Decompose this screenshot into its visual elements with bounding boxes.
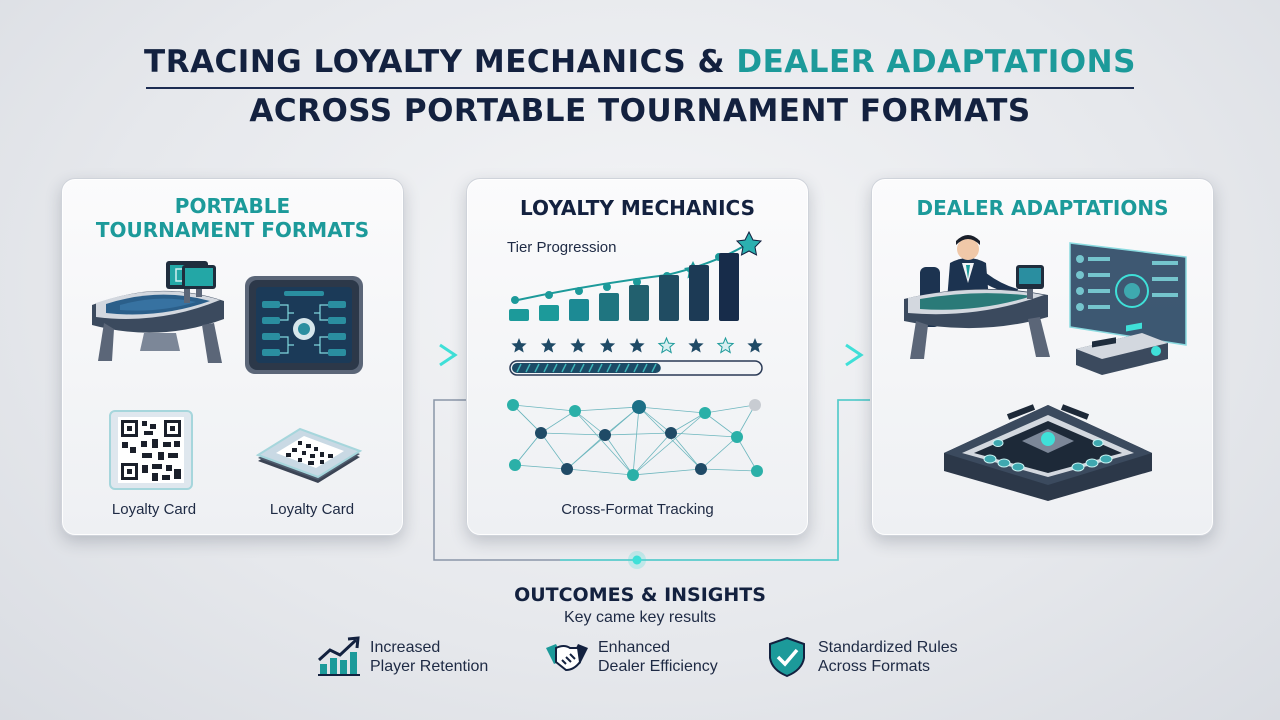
panel-title-line1: PORTABLE xyxy=(174,194,291,218)
holographic-dashboard-icon xyxy=(1069,242,1187,346)
tier-bar xyxy=(509,309,529,321)
outcomes-title: OUTCOMES & INSIGHTS xyxy=(514,584,766,606)
stacked-loyalty-cards-icon xyxy=(255,427,363,483)
outcome-line2: Across Formats xyxy=(818,658,931,675)
rating-star-icon xyxy=(657,336,676,354)
growth-chart-icon xyxy=(317,636,360,676)
loop-node xyxy=(632,555,642,565)
rating-star-icon xyxy=(688,338,704,353)
tier-bar xyxy=(629,285,649,321)
rating-star-icon xyxy=(599,338,616,353)
dealer-tablet-icon xyxy=(182,265,216,297)
shield-check-icon xyxy=(769,636,805,678)
title-part1: TRACING LOYALTY MECHANICS & xyxy=(144,44,737,80)
handshake-icon xyxy=(546,644,588,672)
tier-bar xyxy=(719,253,739,321)
title-line-2: ACROSS PORTABLE TOURNAMENT FORMATS xyxy=(249,93,1031,129)
tier-bar xyxy=(539,305,559,321)
rating-star-icon xyxy=(570,338,586,353)
star-rating-row xyxy=(511,336,763,354)
loyalty-card-label-1: Loyalty Card xyxy=(111,501,197,518)
title-accent: DEALER ADAPTATIONS xyxy=(736,44,1136,80)
panel-portable-formats: PORTABLE TOURNAMENT FORMATS xyxy=(61,178,404,536)
dealer-at-table-icon xyxy=(904,235,1050,359)
tier-bar xyxy=(599,293,619,321)
title-line-1: TRACING LOYALTY MECHANICS & DEALER ADAPT… xyxy=(0,44,1280,80)
panel-dealer-adaptations: DEALER ADAPTATIONS xyxy=(871,178,1214,536)
tier-bar xyxy=(659,275,679,321)
portable-table-icon xyxy=(92,261,224,363)
panel-title: DEALER ADAPTATIONS xyxy=(916,196,1169,220)
portable-case-icon xyxy=(944,404,1152,501)
outcome-line1: Increased xyxy=(370,639,441,656)
rating-star-icon xyxy=(629,338,645,353)
card-shuffler-device-icon xyxy=(1076,322,1168,375)
panel-title-line2: TOURNAMENT FORMATS xyxy=(95,218,370,242)
outcome-line1: Enhanced xyxy=(598,639,671,656)
outcome-line2: Dealer Efficiency xyxy=(598,658,718,675)
cross-format-network xyxy=(507,399,763,481)
rating-star-icon xyxy=(747,338,763,353)
tournament-bracket-tablet-icon xyxy=(245,276,363,374)
outcome-line1: Standardized Rules xyxy=(818,639,958,656)
outcome-line2: Player Retention xyxy=(370,658,489,675)
rating-star-icon xyxy=(511,338,527,353)
tier-bar xyxy=(689,265,709,321)
loyalty-progress-bar xyxy=(509,360,763,376)
panel-title: LOYALTY MECHANICS xyxy=(520,196,755,220)
panel-loyalty-mechanics: LOYALTY MECHANICS Tier Progression xyxy=(466,178,809,536)
network-nodes xyxy=(507,399,763,481)
tier-bar xyxy=(569,299,589,321)
rating-star-icon xyxy=(540,338,557,353)
tier-progression-label: Tier Progression xyxy=(507,239,617,256)
cross-format-tracking-label: Cross-Format Tracking xyxy=(561,501,714,518)
qr-loyalty-card-icon xyxy=(109,410,193,490)
title-underline xyxy=(146,87,1134,89)
rating-star-icon xyxy=(716,336,735,354)
tier-progression-chart xyxy=(509,230,763,321)
outcomes-subtitle: Key came key results xyxy=(563,609,717,626)
loyalty-card-label-2: Loyalty Card xyxy=(269,501,355,518)
